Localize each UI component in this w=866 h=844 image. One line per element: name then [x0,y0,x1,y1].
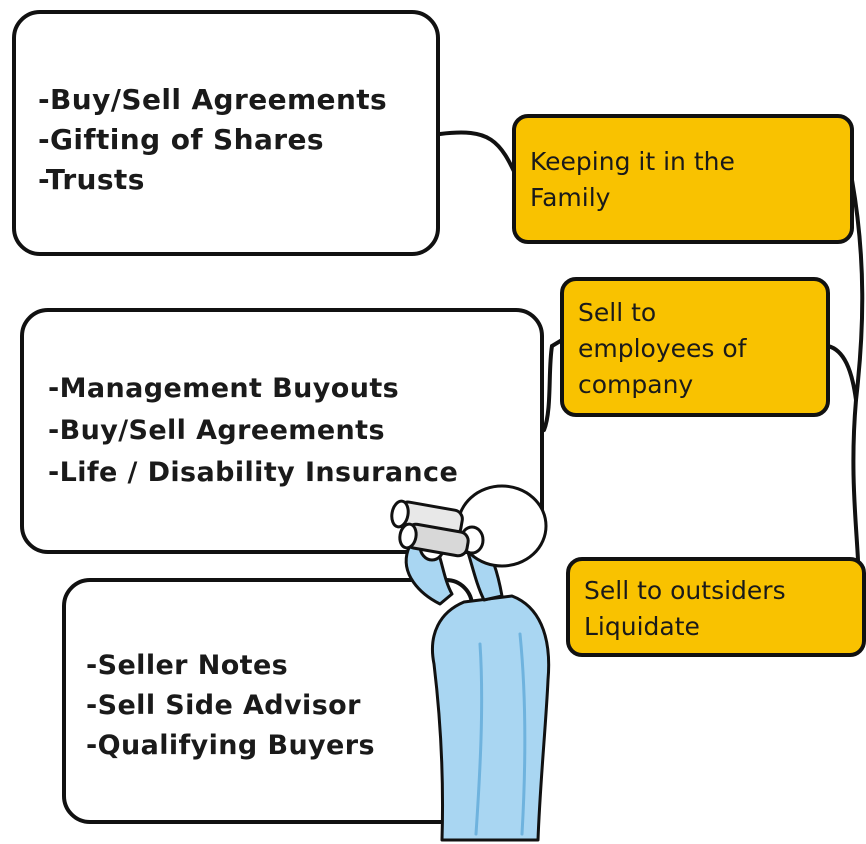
outsider-method-item: -Sell Side Advisor [86,690,361,721]
outsider-method-item: -Qualifying Buyers [86,730,375,761]
employee-method-item: -Management Buyouts [48,373,400,404]
person-with-binoculars-icon [390,484,551,842]
family-method-item: -Buy/Sell Agreements [38,83,388,116]
family-methods-box: -Buy/Sell Agreements -Gifting of Shares … [12,10,440,256]
employee-method-item: -Life / Disability Insurance [48,457,459,488]
node-keeping-in-family: Keeping it in the Family [512,114,854,244]
node-label: Sell to employees of company [578,298,747,399]
connector-trunk [850,178,865,562]
node-sell-to-outsiders: Sell to outsiders Liquidate [566,557,866,657]
employee-methods-box: -Management Buyouts -Buy/Sell Agreements… [20,308,544,554]
outsider-methods-box: -Seller Notes -Sell Side Advisor -Qualif… [62,578,474,824]
connector-employees-right [826,344,858,402]
family-method-item: -Gifting of Shares [38,123,324,156]
outsider-method-item: -Seller Notes [86,650,289,681]
node-sell-to-employees: Sell to employees of company [560,277,830,417]
connector-family [438,130,520,182]
family-method-item: -Trusts [38,163,145,196]
employee-method-item: -Buy/Sell Agreements [48,415,385,446]
connector-employees [542,338,564,432]
node-label: Keeping it in the Family [530,147,735,212]
node-label: Sell to outsiders Liquidate [584,576,786,641]
